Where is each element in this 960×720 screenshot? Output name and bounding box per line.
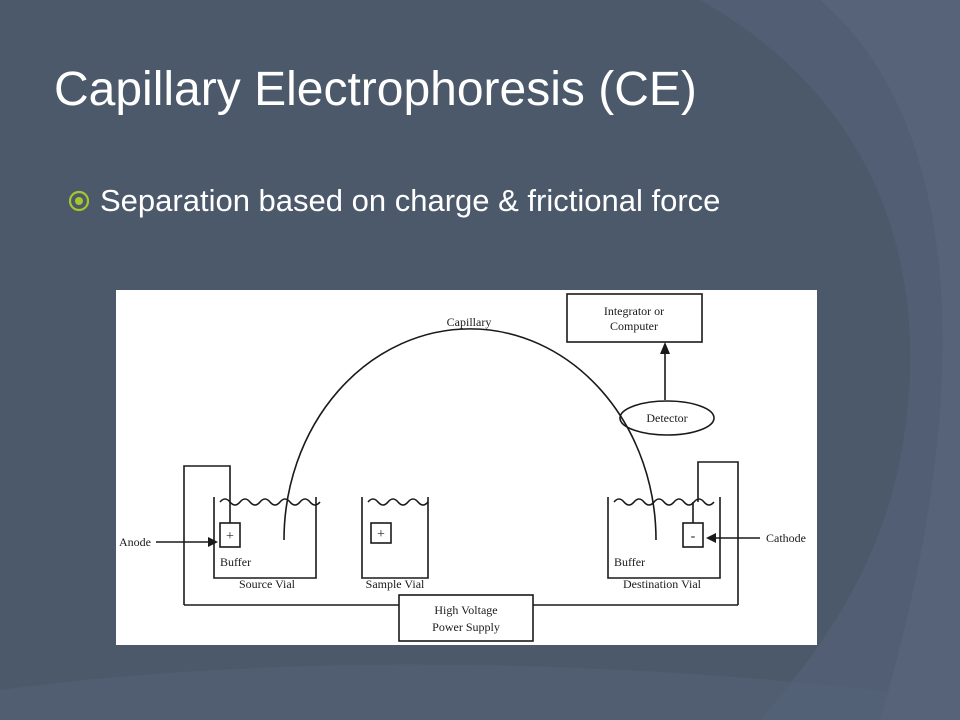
capillary-tube <box>283 328 657 541</box>
sample-electrode <box>370 522 392 544</box>
sample-vial-label: Sample Vial <box>366 577 425 591</box>
bullet-text: Separation based on charge & frictional … <box>100 183 721 218</box>
power-supply-box <box>398 594 534 642</box>
source-vial <box>213 497 317 579</box>
integrator-box <box>566 293 703 343</box>
plus-sample: + <box>377 527 385 542</box>
integrator-label-line1: Integrator or <box>604 304 664 318</box>
cathode-label: Cathode <box>766 531 806 545</box>
plus-left: + <box>226 529 234 544</box>
ce-diagram: Capillary Integrator or Computer Detecto… <box>116 290 817 645</box>
buffer-wave-source <box>219 498 321 506</box>
buffer-wave-sample <box>367 498 429 506</box>
buffer-left-label: Buffer <box>220 555 251 569</box>
circled-dot-bullet-icon <box>68 190 90 212</box>
minus-right: - <box>691 529 696 544</box>
detector-label: Detector <box>646 411 687 425</box>
slide-title: Capillary Electrophoresis (CE) <box>54 63 697 116</box>
detector-ellipse <box>619 400 715 436</box>
wire-anode <box>183 465 231 605</box>
power-supply-label-line2: Power Supply <box>432 620 500 634</box>
power-supply-label-line1: High Voltage <box>434 603 497 617</box>
buffer-right-label: Buffer <box>614 555 645 569</box>
destination-vial-label: Destination Vial <box>623 577 702 591</box>
anode-label: Anode <box>119 535 151 549</box>
capillary-label: Capillary <box>447 315 492 329</box>
source-vial-label: Source Vial <box>239 577 296 591</box>
integrator-label-line2: Computer <box>610 319 658 333</box>
buffer-wave-destination <box>613 498 715 506</box>
wire-cathode <box>697 461 739 605</box>
sample-vial <box>361 497 429 579</box>
